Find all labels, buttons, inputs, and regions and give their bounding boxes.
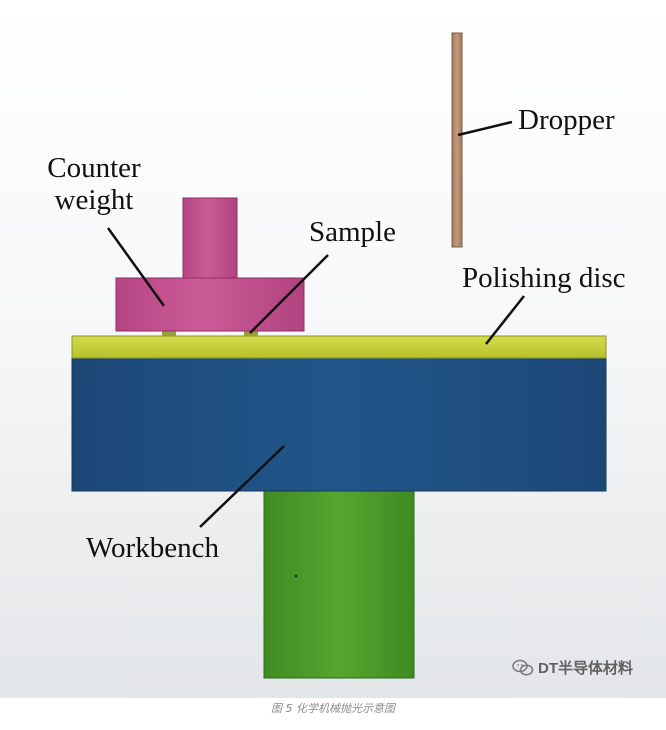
dropper-tube — [451, 32, 463, 248]
workbench-column — [263, 487, 415, 679]
dropper-label: Dropper — [518, 104, 615, 136]
counter-weight-label: Counter weight — [36, 152, 152, 216]
workbench-leader-line — [199, 445, 285, 528]
sample-pad-left — [162, 330, 176, 336]
workbench-label: Workbench — [86, 532, 219, 564]
workbench-disc — [71, 357, 607, 492]
sample-leader-line — [249, 254, 329, 334]
diagram-canvas: Dropper Counter weight Sample Polishing … — [0, 0, 666, 698]
polishing-disc-leader-line — [485, 295, 525, 345]
watermark: DT半导体材料 — [512, 657, 633, 678]
counter-weight-stem — [182, 197, 238, 279]
sample-label: Sample — [309, 216, 396, 248]
watermark-text: DT半导体材料 — [538, 660, 633, 677]
polishing-disc — [71, 335, 607, 359]
column-center-mark — [294, 574, 298, 578]
polishing-disc-label: Polishing disc — [462, 262, 626, 294]
counter-weight-base — [115, 277, 305, 332]
dropper-leader-line — [457, 120, 513, 137]
counter-weight-label-line2: weight — [54, 184, 134, 216]
cmp-schematic — [71, 32, 607, 679]
counter-weight-leader-line — [106, 227, 166, 307]
counter-weight-label-line1: Counter — [47, 152, 141, 184]
figure-caption: 图 5 化学机械抛光示意图 — [271, 702, 395, 715]
wechat-icon — [512, 659, 534, 675]
